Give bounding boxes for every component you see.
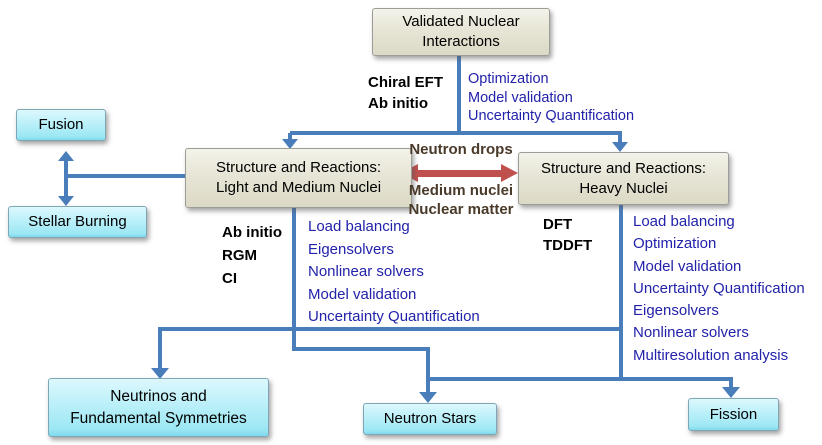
list-item: Load balancing (633, 213, 735, 230)
node-label: Fundamental Symmetries (70, 409, 247, 427)
connector-left-drop (288, 133, 292, 140)
coupling-label: Nuclear matter (408, 201, 514, 218)
list-item: Nonlinear solvers (633, 324, 749, 342)
method-label: RGM (222, 247, 257, 264)
list-item: Optimization (468, 71, 549, 87)
list-item: Eigensolvers (308, 240, 394, 258)
list-item: Uncertainty Quantification (468, 108, 635, 125)
connector-neutrinos-horizontal (158, 327, 622, 331)
arrowhead-into-neutrinos (151, 368, 169, 382)
annotation-left-methods: Ab initio RGM CI (222, 221, 282, 290)
connector-fission-horizontal (428, 377, 733, 381)
list-item: Model validation (468, 89, 573, 106)
node-neutrinos-fundamental-symmetries: Neutrinos and Fundamental Symmetries (48, 378, 269, 437)
connector-neutrinos-vertical (158, 331, 162, 369)
connector-fusion-vertical (64, 157, 68, 197)
connector-right-main-vertical (619, 203, 623, 381)
node-fission: Fission (688, 398, 779, 431)
arrowhead-into-stellar-burning (58, 196, 74, 209)
arrowhead-into-light-medium (282, 139, 298, 152)
list-item: Load balancing (308, 218, 410, 235)
node-label: Fusion (38, 116, 84, 133)
node-label: Neutron Stars (383, 410, 477, 427)
node-label: Stellar Burning (28, 213, 127, 230)
node-label: Interactions (422, 33, 500, 50)
node-validated-nuclear-interactions: Validated Nuclear Interactions (372, 8, 550, 56)
arrowhead-into-fusion (58, 148, 74, 161)
node-neutron-stars: Neutron Stars (363, 403, 497, 435)
method-label: DFT (543, 216, 573, 233)
method-label: TDDFT (543, 237, 593, 254)
method-label: Ab initio (222, 224, 282, 241)
coupling-label: Medium nuclei (408, 182, 514, 199)
connector-top-horizontal (290, 131, 622, 135)
node-label: Neutrinos and (110, 387, 207, 405)
arrowhead-into-heavy (612, 142, 628, 155)
node-label: Structure and Reactions: (215, 159, 382, 176)
annotation-medium-nuclei-nuclear-matter: Medium nuclei Nuclear matter (398, 181, 524, 219)
connector-neutronstars-horizontal (294, 347, 430, 351)
connector-fusion-horizontal (66, 174, 185, 178)
node-label: Validated Nuclear (402, 13, 520, 30)
node-light-medium-nuclei: Structure and Reactions: Light and Mediu… (185, 148, 412, 208)
red-coupling-arrow-shaft (413, 170, 503, 177)
connector-right-drop (618, 133, 622, 143)
red-coupling-arrowhead-right (501, 164, 521, 182)
list-item: Optimization (633, 235, 717, 253)
node-stellar-burning: Stellar Burning (8, 206, 147, 238)
annotation-top-methods: Chiral EFT Ab initio (368, 72, 443, 114)
list-item: Model validation (308, 285, 417, 303)
method-label: CI (222, 270, 237, 287)
node-label: Structure and Reactions: (540, 159, 707, 177)
list-item: Multiresolution analysis (633, 346, 789, 364)
list-item: Model validation (633, 257, 742, 275)
list-item: Uncertainty Quantification (308, 308, 480, 326)
connector-fission-stub (729, 381, 733, 388)
connector-neutronstars-vertical (426, 347, 430, 393)
node-label: Light and Medium Nuclei (215, 179, 382, 196)
list-item: Nonlinear solvers (308, 263, 424, 281)
node-label: Heavy Nuclei (579, 179, 668, 197)
connector-left-main-vertical (292, 206, 296, 351)
list-item: Eigensolvers (633, 302, 719, 320)
annotation-neutron-drops: Neutron drops (409, 141, 513, 158)
node-heavy-nuclei: Structure and Reactions: Heavy Nuclei (518, 152, 729, 205)
arrowhead-into-fission (722, 387, 740, 401)
node-fusion: Fusion (16, 109, 106, 141)
list-item: Uncertainty Quantification (633, 279, 805, 297)
node-label: Fission (709, 405, 758, 423)
method-label: Chiral EFT (368, 74, 444, 91)
annotation-right-methods: DFT TDDFT (543, 214, 592, 256)
arrowhead-into-neutron-stars (419, 392, 437, 406)
method-label: Ab initio (368, 95, 428, 112)
connector-top-vertical (457, 53, 461, 133)
